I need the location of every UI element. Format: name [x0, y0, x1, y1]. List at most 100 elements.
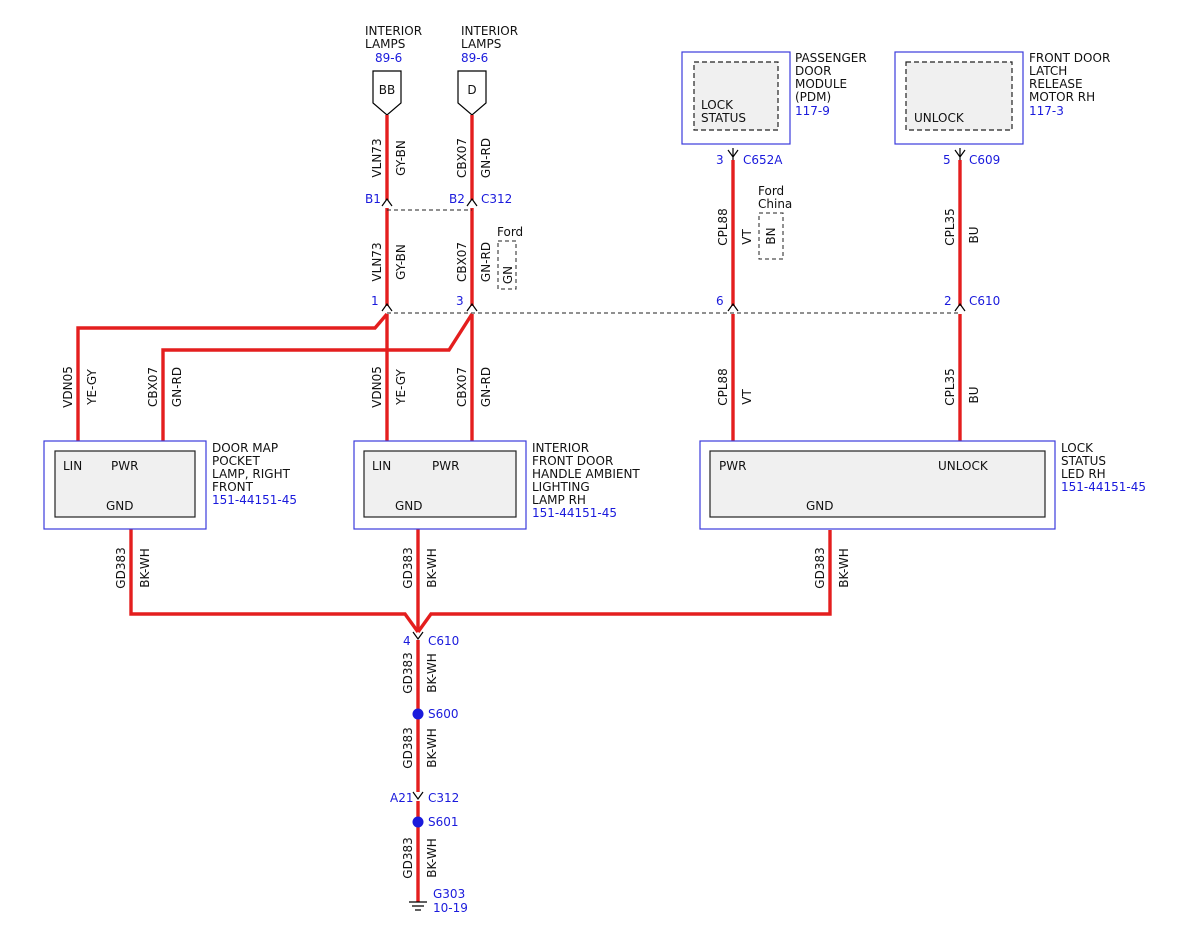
label-gnrd-handle: GN-RD — [479, 367, 493, 407]
led-name-line2: STATUS — [1061, 454, 1106, 468]
led-pin-gnd: GND — [806, 499, 834, 513]
label-bkwh-c610: BK-WH — [425, 653, 439, 693]
splice-s601-dot — [412, 816, 424, 828]
c312-b2-symbol — [466, 197, 478, 207]
ground-ref: 10-19 — [433, 901, 468, 915]
c312-gnd-connector-name: C312 — [428, 791, 459, 805]
label-gnrd-left: GN-RD — [170, 367, 184, 407]
led-inner-box — [709, 450, 1046, 518]
label-bkwh-s601: BK-WH — [425, 838, 439, 878]
latch-connector-symbol — [954, 148, 966, 160]
handle-lamp-name-line2: FRONT DOOR — [532, 454, 613, 468]
latch-ref: 117-3 — [1029, 104, 1064, 118]
wire-cbx07-branch — [161, 313, 474, 441]
c610-pin1-symbol — [381, 302, 393, 312]
c610-connector-name: C610 — [969, 294, 1000, 308]
latch-inner-box — [905, 61, 1013, 131]
handle-lamp-name-line5: LAMP RH — [532, 493, 586, 507]
latch-name-line4: MOTOR RH — [1029, 90, 1095, 104]
map-lamp-name-line2: POCKET — [212, 454, 261, 468]
ford-option: Ford GN — [497, 225, 523, 290]
handle-lamp-name-line1: INTERIOR — [532, 441, 589, 455]
connector-pin-bb: BB — [379, 83, 395, 97]
ground-g303: G303 10-19 — [409, 887, 468, 915]
pdm-inner-box — [693, 61, 779, 131]
pdm-connector-symbol — [727, 148, 739, 160]
led-pin-pwr: PWR — [719, 459, 746, 473]
label-gd383-handle: GD383 — [401, 547, 415, 588]
connector-symbols — [381, 148, 966, 801]
c312-gnd-pin: A21 — [390, 791, 413, 805]
interior-lamps-bb-name-line2: LAMPS — [365, 37, 405, 51]
lock-status-led-module: PWR UNLOCK GND LOCK STATUS LED RH 151-44… — [699, 440, 1146, 530]
label-bkwh-map: BK-WH — [138, 548, 152, 588]
ford-option-label: Ford — [497, 225, 523, 239]
latch-name-line2: LATCH — [1029, 64, 1067, 78]
wire-gd383-led — [416, 530, 832, 633]
ford-china-option-box — [758, 212, 784, 260]
c610-pin4-symbol — [412, 631, 424, 641]
pdm-connector-name: C652A — [743, 153, 783, 167]
pdm-pin-label-line1: LOCK — [701, 98, 734, 112]
label-gnrd-mid: GN-RD — [479, 242, 493, 282]
c610-pin-1: 1 — [371, 294, 379, 308]
label-bu-bottom: BU — [967, 386, 981, 403]
label-gd383-map: GD383 — [114, 547, 128, 588]
label-vdn05-left: VDN05 — [61, 366, 75, 408]
splice-s601-label: S601 — [428, 815, 459, 829]
label-gd383-s600: GD383 — [401, 727, 415, 768]
c312-pin-b1: B1 — [365, 192, 381, 206]
label-yegy-handle: YE-GY — [394, 368, 408, 405]
interior-lamps-d-name-line1: INTERIOR — [461, 24, 518, 38]
c312-pin-b2: B2 — [449, 192, 465, 206]
c312-a21-symbol — [412, 791, 424, 801]
led-ref: 151-44151-45 — [1061, 480, 1146, 494]
interior-lamps-connector-bb: INTERIOR LAMPS 89-6 BB — [365, 24, 422, 116]
interior-lamps-d-ref: 89-6 — [461, 51, 488, 65]
interior-lamps-d-name-line2: LAMPS — [461, 37, 501, 51]
pdm-pin-label-line2: STATUS — [701, 111, 746, 125]
handle-lamp-name-line3: HANDLE AMBIENT — [532, 467, 640, 481]
wire-labels: VLN73 GY-BN CBX07 GN-RD VLN73 GY-BN CBX0… — [61, 138, 981, 879]
map-lamp-name-line4: FRONT — [212, 480, 254, 494]
interior-lamps-bb-name-line1: INTERIOR — [365, 24, 422, 38]
splice-s600-dot — [412, 708, 424, 720]
latch-name-line1: FRONT DOOR — [1029, 51, 1110, 65]
label-yegy-left: YE-GY — [85, 368, 99, 405]
c610-gnd-connector-name: C610 — [428, 634, 459, 648]
handle-lamp-pin-pwr: PWR — [432, 459, 459, 473]
pdm-name-line4: (PDM) — [795, 90, 831, 104]
map-lamp-name-line1: DOOR MAP — [212, 441, 278, 455]
label-vln73-top: VLN73 — [370, 138, 384, 177]
pdm-name-line2: DOOR — [795, 64, 831, 78]
c610-pin2-symbol — [954, 302, 966, 312]
connector-flag-bb — [372, 70, 402, 116]
label-bu-top: BU — [967, 226, 981, 243]
pdm-ref: 117-9 — [795, 104, 830, 118]
c312-b1-symbol — [381, 197, 393, 207]
ford-option-color: GN — [501, 266, 515, 284]
label-cpl35-top: CPL35 — [943, 208, 957, 246]
label-bkwh-s600: BK-WH — [425, 728, 439, 768]
map-lamp-inner-box — [54, 450, 196, 518]
handle-lamp-pin-lin: LIN — [372, 459, 391, 473]
c610-pin6-symbol — [727, 302, 739, 312]
label-vt-top: VT — [740, 229, 754, 245]
label-cpl35-bottom: CPL35 — [943, 368, 957, 406]
label-cbx07-mid: CBX07 — [455, 242, 469, 282]
pdm-name-line1: PASSENGER — [795, 51, 867, 65]
led-name-line3: LED RH — [1061, 467, 1106, 481]
label-gd383-led: GD383 — [813, 547, 827, 588]
c312-connector-name: C312 — [481, 192, 512, 206]
handle-lamp-ref: 151-44151-45 — [532, 506, 617, 520]
interior-lamps-connector-d: INTERIOR LAMPS 89-6 D — [457, 24, 518, 116]
ford-china-option-color: BN — [764, 227, 778, 244]
label-gd383-c610: GD383 — [401, 652, 415, 693]
c610-pin-2: 2 — [944, 294, 952, 308]
c610-pin-6: 6 — [716, 294, 724, 308]
handle-lamp-inner-box — [363, 450, 517, 518]
map-lamp-name-line3: LAMP, RIGHT — [212, 467, 291, 481]
led-pin-unlock: UNLOCK — [938, 459, 989, 473]
handle-lamp-name-line4: LIGHTING — [532, 480, 590, 494]
c610-pin-3: 3 — [456, 294, 464, 308]
